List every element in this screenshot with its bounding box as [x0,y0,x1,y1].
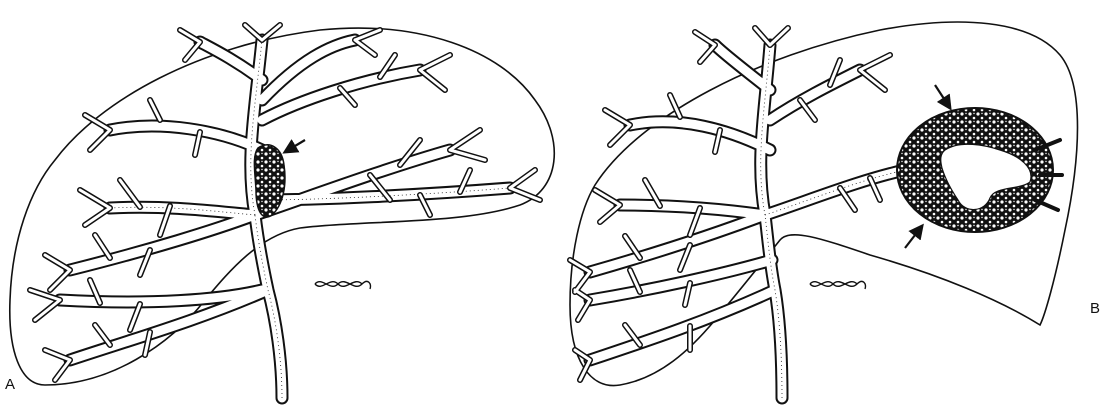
arrow-icon [905,226,922,248]
arrow-icon [935,85,950,108]
panel-label-b: B [1090,300,1100,317]
panel-label-a: A [5,376,15,393]
tumor-b [897,108,1062,232]
panel-b [570,22,1078,398]
bile-duct-tree-a [30,25,540,398]
bile-duct-tree-b [570,28,930,398]
panel-a [10,25,555,398]
arrow-icon [285,140,305,152]
